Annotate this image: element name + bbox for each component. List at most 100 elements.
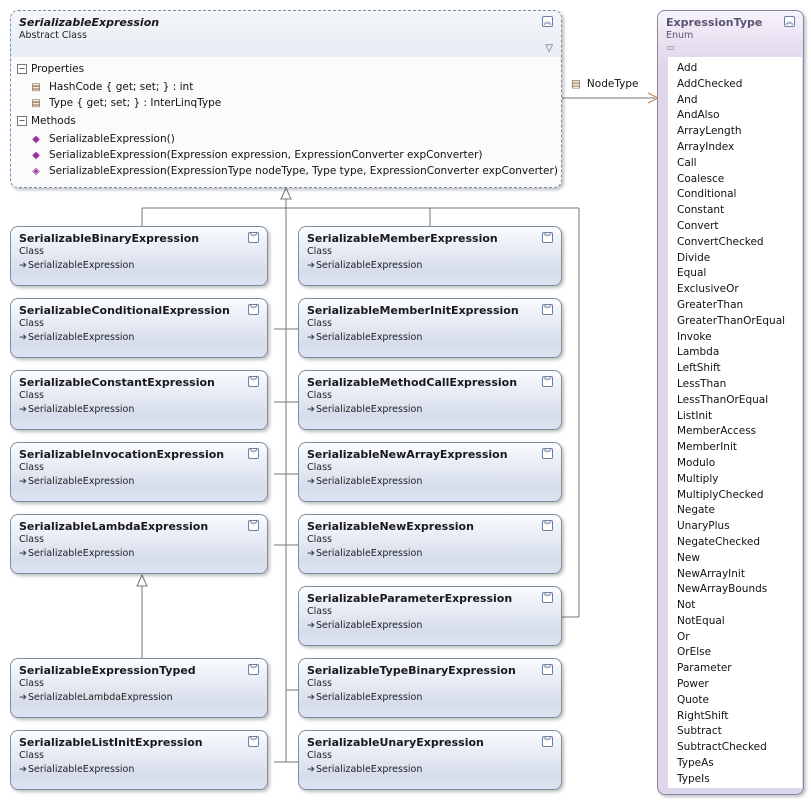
class-invocation-expression[interactable]: SerializableInvocationExpression Class ➜…: [10, 442, 268, 502]
enum-body: [668, 57, 802, 788]
expand-icon[interactable]: ︾: [542, 448, 553, 459]
enum-value[interactable]: Lambda: [677, 346, 720, 359]
enum-value[interactable]: Or: [677, 630, 690, 643]
enum-value[interactable]: Negate: [677, 504, 715, 517]
expand-icon[interactable]: ︾: [248, 448, 259, 459]
class-constant-expression[interactable]: SerializableConstantExpression Class ➜Se…: [10, 370, 268, 430]
enum-value[interactable]: Divide: [677, 251, 711, 264]
collapse-toggle-icon[interactable]: −: [17, 116, 27, 126]
class-name: SerializableExpressionTyped: [19, 664, 196, 677]
expand-icon[interactable]: ︾: [248, 304, 259, 315]
class-lambda-expression[interactable]: SerializableLambdaExpression Class ➜Seri…: [10, 514, 268, 574]
class-kind: Class: [19, 390, 44, 401]
class-methodcall-expression[interactable]: SerializableMethodCallExpression Class ➜…: [298, 370, 562, 430]
enum-value[interactable]: MultiplyChecked: [677, 488, 764, 501]
enum-value[interactable]: GreaterThan: [677, 298, 744, 311]
class-member-expression[interactable]: SerializableMemberExpression Class ➜Seri…: [298, 226, 562, 286]
enum-value[interactable]: LessThan: [677, 377, 727, 390]
enum-value[interactable]: Parameter: [677, 662, 732, 675]
expand-icon[interactable]: ︾: [542, 232, 553, 243]
expand-icon[interactable]: ︾: [248, 376, 259, 387]
inherits-arrow-icon: ➜: [19, 692, 27, 703]
class-kind: Class: [19, 678, 44, 689]
enum-value[interactable]: MemberAccess: [677, 425, 757, 438]
expand-icon[interactable]: ︾: [248, 520, 259, 531]
expand-icon[interactable]: ︾: [248, 232, 259, 243]
class-expression-typed[interactable]: SerializableExpressionTyped Class ➜Seria…: [10, 658, 268, 718]
base-class-ref: ➜SerializableExpression: [307, 548, 423, 559]
expand-icon[interactable]: ︾: [542, 664, 553, 675]
enum-value[interactable]: ExclusiveOr: [677, 283, 739, 296]
enum-value[interactable]: AddChecked: [677, 77, 743, 90]
enum-value[interactable]: Subtract: [677, 725, 722, 738]
enum-value[interactable]: Not: [677, 599, 696, 612]
enum-value[interactable]: ConvertChecked: [677, 235, 764, 248]
enum-value[interactable]: And: [677, 93, 698, 106]
enum-value[interactable]: Modulo: [677, 456, 716, 469]
enum-value[interactable]: UnaryPlus: [677, 520, 730, 533]
nodetype-association-label[interactable]: ▤NodeType: [571, 78, 639, 90]
enum-value[interactable]: NegateChecked: [677, 535, 761, 548]
enum-value[interactable]: TypeAs: [677, 757, 714, 770]
class-name: SerializableBinaryExpression: [19, 232, 200, 245]
enum-value[interactable]: GreaterThanOrEqual: [677, 314, 786, 327]
property-type[interactable]: ▤Type { get; set; } : InterLinqType: [29, 97, 221, 109]
properties-compartment[interactable]: −Properties: [17, 63, 85, 75]
enum-value[interactable]: NotEqual: [677, 614, 725, 627]
serializable-expression-class[interactable]: SerializableExpression Abstract Class ︽ …: [10, 10, 562, 188]
expand-icon[interactable]: ︾: [542, 376, 553, 387]
enum-value[interactable]: Multiply: [677, 472, 719, 485]
enum-value[interactable]: AndAlso: [677, 109, 720, 122]
class-newarray-expression[interactable]: SerializableNewArrayExpression Class ➜Se…: [298, 442, 562, 502]
expand-icon[interactable]: ︾: [542, 520, 553, 531]
methods-compartment[interactable]: −Methods: [17, 115, 76, 127]
property-hashcode[interactable]: ▤HashCode { get; set; } : int: [29, 81, 193, 93]
class-listinit-expression[interactable]: SerializableListInitExpression Class ➜Se…: [10, 730, 268, 790]
enum-value[interactable]: Conditional: [677, 188, 737, 201]
base-class-ref: ➜SerializableExpression: [19, 404, 135, 415]
enum-value[interactable]: Quote: [677, 693, 709, 706]
enum-value[interactable]: MemberInit: [677, 441, 737, 454]
method-ctor-nodetype[interactable]: ◈SerializableExpression(ExpressionType n…: [29, 165, 558, 177]
collapse-icon[interactable]: ︽: [784, 16, 795, 27]
expand-icon[interactable]: ︾: [248, 736, 259, 747]
enum-value[interactable]: ArrayLength: [677, 125, 742, 138]
expand-icon[interactable]: ︾: [248, 664, 259, 675]
class-typebinary-expression[interactable]: SerializableTypeBinaryExpression Class ➜…: [298, 658, 562, 718]
enum-value[interactable]: Coalesce: [677, 172, 725, 185]
enum-value[interactable]: Equal: [677, 267, 707, 280]
enum-value[interactable]: Constant: [677, 204, 725, 217]
enum-value[interactable]: Add: [677, 62, 698, 74]
filter-icon[interactable]: ▽: [545, 43, 553, 54]
expand-icon[interactable]: ︾: [542, 592, 553, 603]
enum-value[interactable]: Invoke: [677, 330, 712, 343]
class-new-expression[interactable]: SerializableNewExpression Class ➜Seriali…: [298, 514, 562, 574]
enum-value[interactable]: LessThanOrEqual: [677, 393, 769, 406]
class-memberinit-expression[interactable]: SerializableMemberInitExpression Class ➜…: [298, 298, 562, 358]
class-conditional-expression[interactable]: SerializableConditionalExpression Class …: [10, 298, 268, 358]
enum-value[interactable]: TypeIs: [677, 772, 710, 785]
enum-value[interactable]: Call: [677, 156, 697, 169]
enum-value[interactable]: ArrayIndex: [677, 140, 735, 153]
class-parameter-expression[interactable]: SerializableParameterExpression Class ➜S…: [298, 586, 562, 646]
class-binary-expression[interactable]: SerializableBinaryExpression Class ➜Seri…: [10, 226, 268, 286]
enum-value[interactable]: Power: [677, 678, 709, 691]
enum-value[interactable]: SubtractChecked: [677, 741, 767, 754]
method-ctor-expression[interactable]: ◆SerializableExpression(Expression expre…: [29, 149, 482, 161]
class-unary-expression[interactable]: SerializableUnaryExpression Class ➜Seria…: [298, 730, 562, 790]
method-ctor-default[interactable]: ◆SerializableExpression(): [29, 133, 175, 145]
enum-value[interactable]: New: [677, 551, 700, 564]
expand-icon[interactable]: ︾: [542, 304, 553, 315]
class-kind: Class: [307, 246, 332, 257]
enum-value[interactable]: OrElse: [677, 646, 712, 659]
collapse-icon[interactable]: ︽: [542, 16, 553, 27]
enum-value[interactable]: RightShift: [677, 709, 729, 722]
expand-icon[interactable]: ︾: [542, 736, 553, 747]
enum-value[interactable]: LeftShift: [677, 362, 721, 375]
enum-value[interactable]: NewArrayBounds: [677, 583, 768, 596]
enum-value[interactable]: Convert: [677, 219, 719, 232]
enum-value[interactable]: ListInit: [677, 409, 713, 422]
enum-value[interactable]: NewArrayInit: [677, 567, 745, 580]
collapse-toggle-icon[interactable]: −: [17, 64, 27, 74]
